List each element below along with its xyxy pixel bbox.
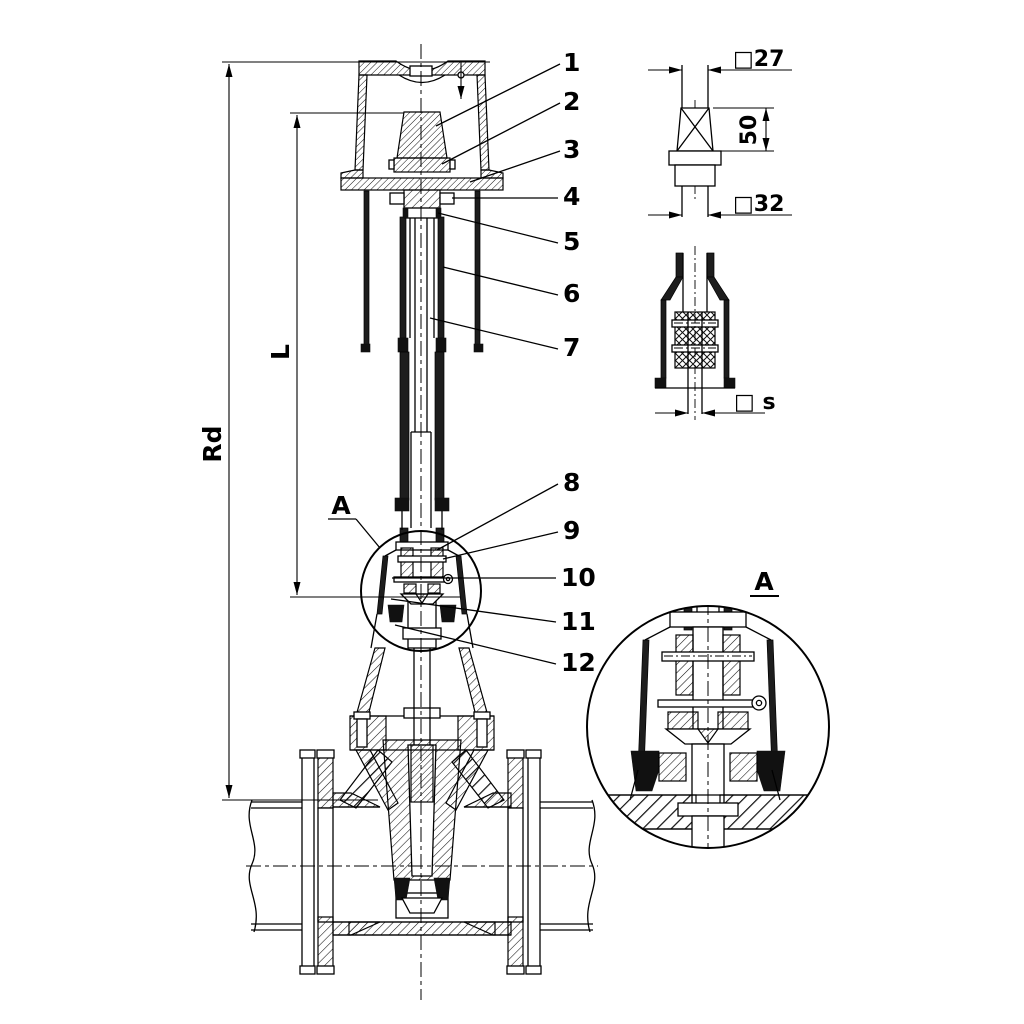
- detail-protection-cap: □ s: [654, 246, 776, 420]
- dim-50-label: 50: [737, 115, 762, 146]
- seal-right: [439, 604, 457, 623]
- cotter-pin: [657, 699, 755, 708]
- extension-spindle: [360, 190, 484, 530]
- coupling: [403, 189, 441, 211]
- detail-ref-label: A: [331, 491, 351, 520]
- detail-a-content: [587, 606, 829, 848]
- cotter-pin-eye: [751, 695, 767, 711]
- coupling-bolt: [389, 192, 405, 205]
- stem-collar: [402, 627, 442, 640]
- seal-left: [630, 750, 660, 792]
- pipe-break-right: [587, 799, 596, 933]
- stem-rod: [413, 648, 431, 745]
- seat-right: [451, 749, 505, 809]
- callout-4: 4: [563, 182, 580, 211]
- body-bottom-wall: [348, 921, 496, 936]
- detail-a-circle: [586, 605, 830, 849]
- clamp-ring: [404, 207, 440, 219]
- stem-in-wedge: [410, 744, 434, 803]
- detail-ref-a: A: [328, 491, 381, 549]
- dim-l-label: L: [266, 344, 295, 360]
- dim-sq27-label: □27: [733, 47, 784, 72]
- detail-a-title: A: [754, 567, 774, 596]
- cotter-pin-eye: [442, 573, 454, 585]
- dimension-rd: Rd: [198, 61, 490, 801]
- callout-7: 7: [563, 333, 580, 362]
- coupling-bolt: [439, 192, 455, 205]
- flange-plate: [527, 756, 541, 968]
- callout-12: 12: [561, 648, 596, 677]
- spindle-head-cone: [396, 111, 448, 159]
- callout-9: 9: [563, 516, 580, 545]
- callout-10: 10: [561, 563, 596, 592]
- dimension-l: L: [266, 112, 460, 598]
- dim-rd-label: Rd: [198, 425, 227, 462]
- bearing-plate: [340, 177, 504, 191]
- callout-3: 3: [563, 135, 580, 164]
- wedge: [382, 739, 462, 914]
- callout-numbers: 1 2 3 4 5 6 7 8 9 10 11 12: [561, 48, 596, 677]
- callout-6: 6: [563, 279, 580, 308]
- detail-stem-end: □27 50 □32: [648, 47, 792, 219]
- pipe-break-left: [248, 799, 257, 933]
- callout-11: 11: [561, 607, 596, 636]
- spindle-nut: [393, 157, 451, 173]
- flange-plate: [301, 756, 315, 968]
- dim-sqs-label: □ s: [734, 390, 776, 415]
- centerlines: [246, 44, 598, 1000]
- bonnet-bolt: [476, 718, 488, 748]
- wedge-tip: [400, 897, 444, 914]
- callout-8: 8: [563, 468, 580, 497]
- callout-1: 1: [563, 48, 580, 77]
- seal-left: [387, 604, 405, 623]
- valve-body: [248, 749, 596, 975]
- bonnet: [349, 647, 495, 751]
- callout-leaders: [390, 63, 561, 665]
- callout-5: 5: [563, 227, 580, 256]
- bonnet-flange-left: [349, 715, 387, 751]
- stem-collar: [403, 707, 441, 719]
- gland-ring: [397, 555, 447, 563]
- callout-2: 2: [563, 87, 580, 116]
- dim-sq32-label: □32: [733, 192, 784, 217]
- bonnet-flange-right: [457, 715, 495, 751]
- bonnet-bolt: [356, 718, 368, 748]
- detail-view-a: A: [586, 567, 830, 849]
- stuffing-box: [360, 527, 482, 652]
- seal-right: [756, 750, 786, 792]
